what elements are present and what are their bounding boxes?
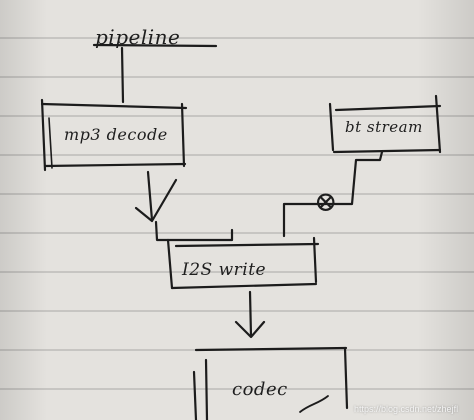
bt-to-i2s-line (282, 150, 384, 238)
mp3-box-bottom (43, 162, 187, 168)
mp3-box-top (40, 102, 188, 110)
i2s-down-line (248, 290, 253, 338)
bt-box-right (434, 94, 442, 154)
i2s-box-top (174, 242, 320, 248)
i2s-write-label: I2S write (181, 260, 266, 280)
node-i2s-write: I2S write (166, 236, 320, 290)
mp3-box-right (180, 102, 186, 168)
node-bt-stream: bt stream (328, 94, 442, 154)
blocked-mark: ⊗ (314, 185, 338, 218)
codec-box-inner-left (204, 358, 209, 420)
node-mp3-decode: mp3 decode (40, 98, 188, 172)
mp3-box-inner-left (48, 117, 53, 169)
codec-box-left (192, 370, 198, 420)
node-codec: codec (192, 346, 349, 420)
bt-box-bottom (332, 148, 442, 154)
codec-box-scribble (299, 395, 329, 413)
mp3-to-i2s-line (154, 220, 234, 242)
bt-stream-label: bt stream (345, 118, 423, 136)
pipeline-connector (120, 46, 125, 104)
i2s-arrowhead (234, 320, 266, 339)
mp3-down-line (146, 170, 154, 222)
title-underline (92, 43, 218, 48)
mp3-decode-label: mp3 decode (64, 125, 168, 144)
i2s-box-right (312, 236, 318, 284)
watermark-text: https://blog.csdn.net/zhejfl (354, 404, 459, 414)
bt-box-left (328, 102, 335, 152)
codec-box-top (194, 346, 348, 352)
i2s-box-left (166, 238, 174, 290)
mp3-arrowhead (134, 178, 178, 223)
bt-box-top (334, 104, 442, 112)
codec-label: codec (232, 379, 288, 400)
mp3-box-left (40, 98, 47, 172)
codec-box-right (343, 346, 349, 410)
i2s-box-bottom (170, 282, 318, 290)
